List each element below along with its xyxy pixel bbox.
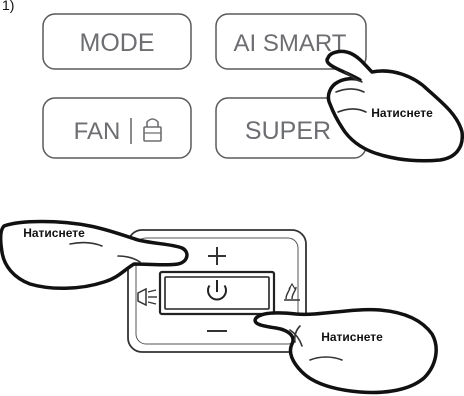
callout-press-ai-smart: Натиснете — [371, 106, 433, 120]
pointing-hand-icon — [0, 219, 189, 291]
ai-smart-button-label: AI SMART — [234, 30, 347, 57]
mode-button-label: MODE — [80, 29, 155, 57]
power-icon — [207, 280, 227, 301]
step-label: 1) — [2, 0, 14, 13]
fan-button: FAN — [42, 97, 192, 159]
pointing-hand-icon — [325, 49, 464, 163]
super-button: SUPER — [215, 97, 367, 159]
callout-press-plus: Натиснете — [23, 226, 85, 240]
lock-icon — [143, 118, 162, 142]
heater-icon — [284, 282, 300, 301]
super-button-label: SUPER — [245, 117, 331, 145]
callout-press-minus: Натиснете — [321, 330, 383, 344]
fan-button-label: FAN — [74, 118, 121, 145]
pointing-hand-icon — [253, 307, 438, 395]
air-flow-icon — [137, 287, 157, 307]
mode-button: MODE — [42, 13, 192, 70]
plus-icon — [208, 247, 226, 265]
power-button — [158, 270, 276, 316]
